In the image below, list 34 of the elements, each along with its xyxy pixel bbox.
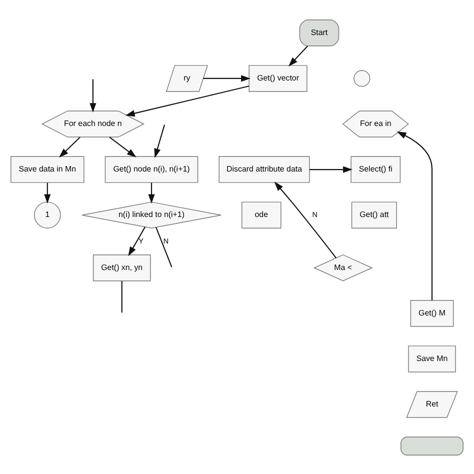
arrow — [274, 181, 336, 258]
arrow — [203, 74, 250, 82]
connector — [156, 226, 172, 267]
arrow — [148, 182, 155, 204]
arrow — [59, 136, 80, 158]
arrow — [396, 131, 433, 300]
node-box: Get() node n(i), n(i+1) — [104, 156, 198, 182]
node-box: Select() fi — [350, 156, 401, 182]
node-diamond: n(i) linked to n(i+1) — [82, 201, 222, 228]
node-box: ode — [242, 201, 282, 228]
edge-label: Y — [138, 236, 144, 245]
arrow — [125, 85, 250, 116]
node-box: Save Mn — [408, 345, 456, 372]
arrow — [154, 124, 166, 158]
edge-label: N — [163, 236, 169, 245]
node-box: Start — [299, 19, 340, 46]
node-diamond: Ma < — [313, 254, 373, 281]
connector — [121, 280, 122, 312]
node-box: Get() xn, yn — [92, 254, 151, 281]
arrow — [109, 136, 136, 157]
node-box: Get() att — [351, 201, 397, 228]
arrow — [90, 78, 96, 112]
arrow — [44, 182, 51, 204]
edge-label: N — [312, 209, 318, 218]
arrow — [128, 226, 146, 256]
node-box: Get() vector — [248, 64, 308, 92]
node-terminator — [400, 436, 464, 455]
node-circle — [354, 70, 370, 86]
node-box: Get() M — [410, 300, 454, 326]
arrow — [288, 45, 308, 66]
node-circle: 1 — [34, 201, 61, 228]
arrow — [310, 166, 352, 172]
node-box: Discard attribute data — [218, 156, 310, 182]
node-box: Save data in Mn — [10, 156, 84, 182]
